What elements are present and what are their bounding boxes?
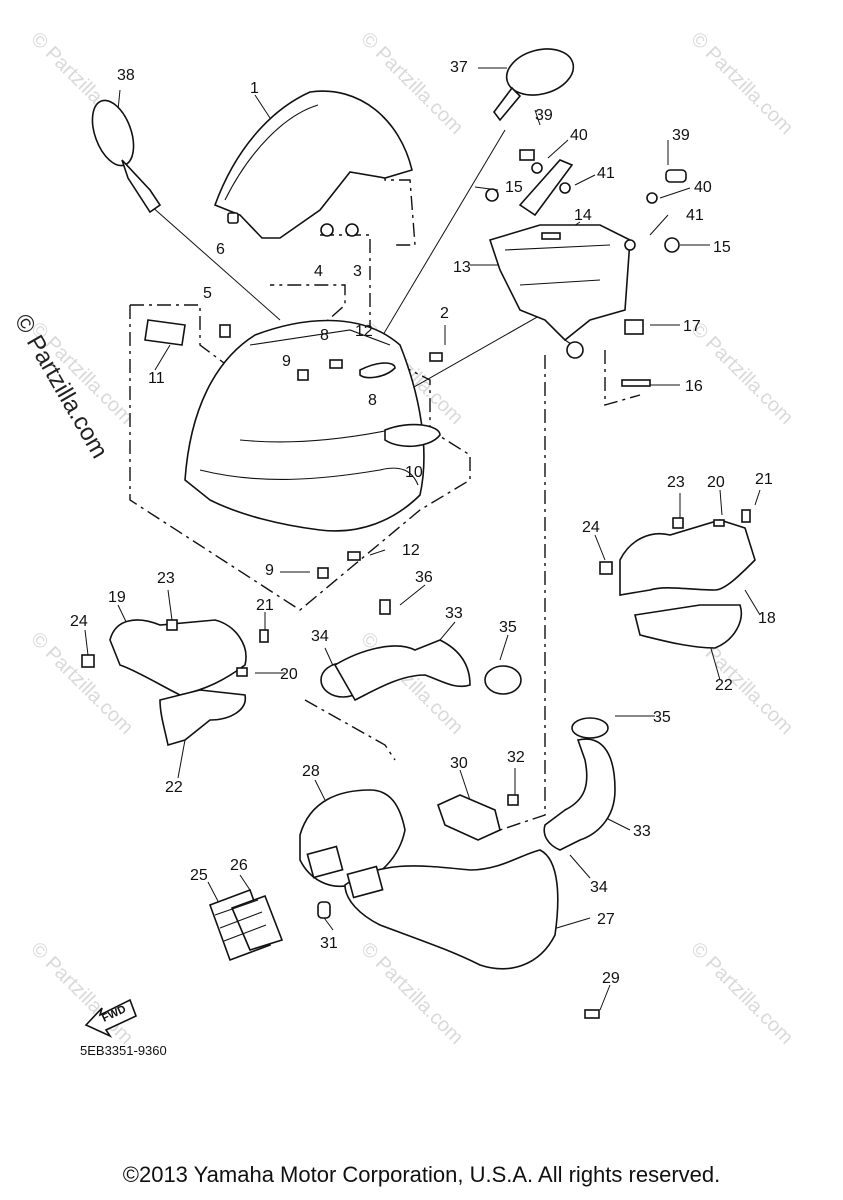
callout-28: 28 xyxy=(302,763,320,780)
part-mirror-right xyxy=(493,48,575,122)
callout-39-right: 39 xyxy=(672,127,690,144)
callout-23-left: 23 xyxy=(157,570,175,587)
callout-40-left: 40 xyxy=(570,127,588,144)
part-screen-25-26 xyxy=(208,888,284,962)
callout-31: 31 xyxy=(320,935,338,952)
callout-12-lower: 12 xyxy=(402,542,420,559)
callout-12-upper: 12 xyxy=(355,323,373,340)
drawing-code: 5EB3351-9360 xyxy=(80,1043,167,1058)
part-windshield xyxy=(213,90,413,239)
callout-39-left: 39 xyxy=(535,107,553,124)
callout-41-right: 41 xyxy=(686,207,704,224)
callout-22-right: 22 xyxy=(715,677,733,694)
callout-6: 6 xyxy=(216,241,225,258)
callout-33-upper: 33 xyxy=(445,605,463,622)
callout-36: 36 xyxy=(415,569,433,586)
part-bracket-13 xyxy=(488,159,631,359)
callout-29: 29 xyxy=(602,970,620,987)
callout-35-upper: 35 xyxy=(499,619,517,636)
callout-4: 4 xyxy=(314,263,323,280)
callout-22-left: 22 xyxy=(165,779,183,796)
callout-35-lower: 35 xyxy=(653,709,671,726)
callout-23-right: 23 xyxy=(667,474,685,491)
callout-20-right: 20 xyxy=(707,474,725,491)
part-emblem-11 xyxy=(144,319,186,346)
callout-14: 14 xyxy=(574,207,592,224)
part-air-duct-right xyxy=(619,519,756,649)
callout-30: 30 xyxy=(450,755,468,772)
watermark-text: © Partzilla.com xyxy=(686,318,797,429)
part-flange-30 xyxy=(437,794,501,841)
callout-8-lower: 8 xyxy=(368,392,377,409)
callout-21-right: 21 xyxy=(755,471,773,488)
watermark-text: © Partzilla.com xyxy=(356,938,467,1049)
callout-38: 38 xyxy=(117,67,135,84)
callout-15-right: 15 xyxy=(713,239,731,256)
watermark-text: © Partzilla.com xyxy=(686,28,797,139)
callout-10: 10 xyxy=(405,464,423,481)
callout-26: 26 xyxy=(230,857,248,874)
callout-18: 18 xyxy=(758,610,776,627)
callout-1: 1 xyxy=(250,80,259,97)
callout-19: 19 xyxy=(108,589,126,606)
part-air-duct-27-28 xyxy=(299,789,559,970)
callout-21-left: 21 xyxy=(256,597,274,614)
callout-27: 27 xyxy=(597,911,615,928)
callout-34-lower: 34 xyxy=(590,879,608,896)
callout-20-left: 20 xyxy=(280,666,298,683)
callout-32: 32 xyxy=(507,749,525,766)
callout-9-lower: 9 xyxy=(265,562,274,579)
callout-15-upper: 15 xyxy=(505,179,523,196)
callout-9-upper: 9 xyxy=(282,353,291,370)
callout-40-right: 40 xyxy=(694,179,712,196)
callout-5: 5 xyxy=(203,285,212,302)
callout-33-lower: 33 xyxy=(633,823,651,840)
callout-8-upper: 8 xyxy=(320,327,329,344)
part-fasteners xyxy=(81,149,751,1019)
callout-24-right: 24 xyxy=(582,519,600,536)
watermark-text: © Partzilla.com xyxy=(26,938,137,1049)
copyright-notice: ©2013 Yamaha Motor Corporation, U.S.A. A… xyxy=(122,1162,721,1187)
callout-17: 17 xyxy=(683,318,701,335)
part-intake-hoses-upper xyxy=(320,639,522,702)
callout-24-left: 24 xyxy=(70,613,88,630)
callout-25: 25 xyxy=(190,867,208,884)
part-mirror-left xyxy=(91,99,162,214)
part-intake-hose-lower xyxy=(543,717,616,851)
callout-34-upper: 34 xyxy=(311,628,329,645)
callout-labels: 1 2 3 4 5 6 8 8 9 9 10 11 12 12 13 14 15… xyxy=(70,59,776,987)
callout-41-left: 41 xyxy=(597,165,615,182)
watermark-text: © Partzilla.com xyxy=(686,938,797,1049)
part-air-duct-left xyxy=(109,619,247,747)
callout-13: 13 xyxy=(453,259,471,276)
callout-37: 37 xyxy=(450,59,468,76)
callout-11: 11 xyxy=(148,370,165,387)
callout-16: 16 xyxy=(685,378,703,395)
callout-2: 2 xyxy=(440,305,449,322)
leader-lines xyxy=(84,67,761,1011)
callout-3: 3 xyxy=(353,263,362,280)
part-upper-cowling xyxy=(184,319,441,532)
